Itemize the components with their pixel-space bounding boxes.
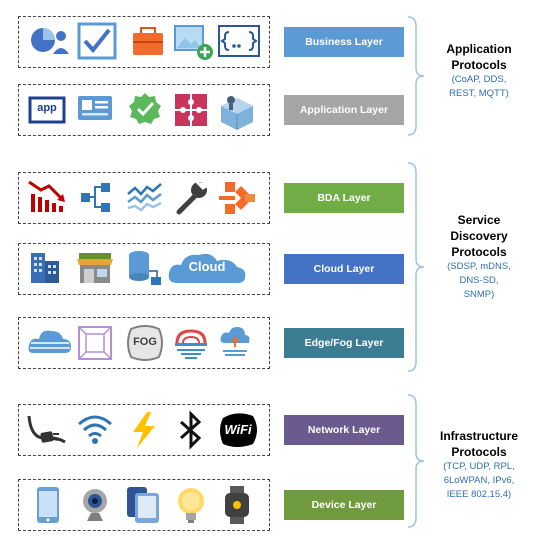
infrastructure-protocols-title-line: Infrastructure <box>439 429 519 443</box>
fog-icon: FOG <box>125 323 169 363</box>
wifi-logo-label: WiFi <box>224 422 252 437</box>
infrastructure-protocols-protocol-line: IEEE 802.15.4) <box>446 489 512 500</box>
service-discovery-protocols-brace <box>406 162 430 377</box>
cloud-icon-row: Cloud <box>18 243 270 295</box>
app-badge-icon: app <box>27 90 71 130</box>
service-discovery-protocols-protocol-line: DNS-SD, <box>459 275 499 286</box>
cube-robot-icon <box>217 90 261 130</box>
network-icon-row: WiFi <box>18 404 270 456</box>
infrastructure-protocols-protocol-line: (TCP, UDP, RPL, <box>443 461 515 472</box>
store-icon <box>75 249 119 289</box>
framed-box-icon <box>75 323 119 363</box>
service-discovery-protocols-title-line: Protocols <box>451 245 507 259</box>
lightbulb-icon <box>171 485 215 525</box>
check-badge-icon <box>125 90 169 130</box>
infrastructure-protocols-protocol-line: 6LoWPAN, IPv6, <box>443 475 515 486</box>
smartphone-icon <box>27 485 71 525</box>
service-discovery-protocols-protocol-line: SNMP) <box>463 289 495 300</box>
wifi-signal-icon <box>75 410 119 450</box>
puzzle-icon <box>171 90 215 130</box>
buildings-icon <box>27 249 71 289</box>
infrastructure-protocols-title-line: Protocols <box>451 445 507 459</box>
application-protocols-title-line: Application <box>446 42 512 56</box>
business-layer-label: Business Layer <box>284 27 404 57</box>
edge-fog-icon-row: FOG <box>18 317 270 369</box>
cloud-icon-label: Cloud <box>188 259 226 274</box>
add-image-icon <box>171 22 215 62</box>
sunset-signal-icon <box>171 323 215 363</box>
lightning-icon <box>125 410 169 450</box>
network-layer-label: Network Layer <box>284 415 404 445</box>
bluetooth-icon <box>171 410 215 450</box>
device-icon-row <box>18 479 270 531</box>
line-graph-icon <box>125 178 169 218</box>
database-icon <box>125 249 169 289</box>
id-card-icon <box>75 90 119 130</box>
declining-bar-chart-icon <box>27 178 71 218</box>
application-layer-label: Application Layer <box>284 95 404 125</box>
business-icon-row <box>18 16 270 68</box>
fog-icon-label: FOG <box>133 336 157 348</box>
striped-cloud-icon <box>27 323 71 363</box>
service-discovery-protocols-title-line: Discovery <box>450 229 508 243</box>
service-discovery-protocols-protocol-line: (SDSP, mDNS, <box>447 261 511 272</box>
webcam-icon <box>75 485 119 525</box>
application-icon-row: app <box>18 84 270 136</box>
cloud-layer-label: Cloud Layer <box>284 254 404 284</box>
application-protocols-protocol-line: (CoAP, DDS, <box>451 74 507 85</box>
bda-icon-row <box>18 172 270 224</box>
wrench-icon <box>171 178 215 218</box>
pie-chart-user-icon <box>27 22 71 62</box>
tablets-icon <box>125 485 169 525</box>
wifi-logo-icon: WiFi <box>217 410 261 450</box>
edge-fog-layer-label: Edge/Fog Layer <box>284 328 404 358</box>
cloud-icon: Cloud <box>167 249 247 289</box>
bda-layer-label: BDA Layer <box>284 183 404 213</box>
application-protocols-protocol-line: REST, MQTT) <box>449 88 509 99</box>
network-switch-icon <box>217 178 261 218</box>
infrastructure-protocols-brace <box>406 394 430 533</box>
checkbox-icon <box>75 22 119 62</box>
briefcase-icon <box>125 22 169 62</box>
cloud-upload-icon <box>217 323 261 363</box>
app-badge-label: app <box>37 102 57 114</box>
application-protocols-brace <box>406 16 430 141</box>
service-discovery-protocols-title-line: Service <box>457 213 501 227</box>
device-layer-label: Device Layer <box>284 490 404 520</box>
cable-plug-icon <box>27 410 71 450</box>
smartwatch-icon <box>217 485 261 525</box>
hierarchy-icon <box>75 178 119 218</box>
application-protocols-title-line: Protocols <box>451 58 507 72</box>
function-bracket-icon <box>217 22 261 62</box>
